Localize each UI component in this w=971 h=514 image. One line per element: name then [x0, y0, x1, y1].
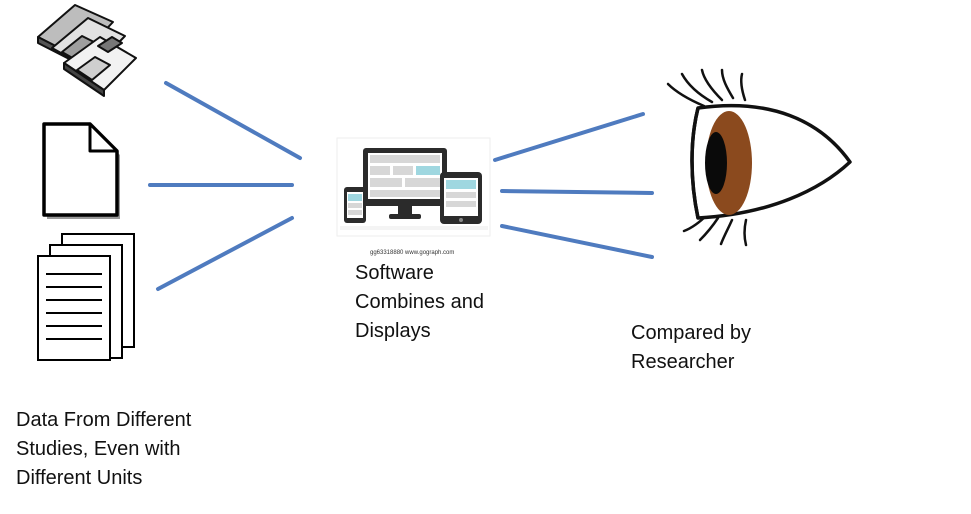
eye-icon: [666, 68, 852, 247]
sources-label: Data From Different Studies, Even with D…: [16, 406, 191, 493]
stacked-pages-icon: [37, 233, 135, 361]
devices-icon: [336, 137, 491, 237]
researcher-label-line: Compared by: [631, 322, 752, 344]
sources-label-line: Studies, Even with: [16, 438, 181, 460]
connector-software-to-eye-top: [493, 112, 645, 162]
software-label-line: Combines and: [355, 291, 484, 313]
connector-floppy-to-software: [164, 81, 302, 160]
document-icon: [42, 122, 120, 219]
researcher-label: Compared by Researcher: [631, 319, 751, 377]
watermark-text: gg63318880 www.gograph.com: [370, 250, 455, 256]
software-label-line: Software: [355, 262, 434, 284]
software-label: Software Combines and Displays: [355, 259, 484, 346]
connector-software-to-eye-middle: [500, 189, 654, 195]
sources-label-line: Different Units: [16, 467, 143, 489]
sources-label-line: Data From Different: [16, 409, 192, 431]
connector-pages-to-software: [156, 216, 294, 291]
connectors: [148, 81, 654, 291]
researcher-label-line: Researcher: [631, 351, 735, 373]
connector-software-to-eye-bottom: [500, 224, 654, 259]
floppy-disks-icon: [37, 4, 137, 97]
software-label-line: Displays: [355, 320, 431, 342]
